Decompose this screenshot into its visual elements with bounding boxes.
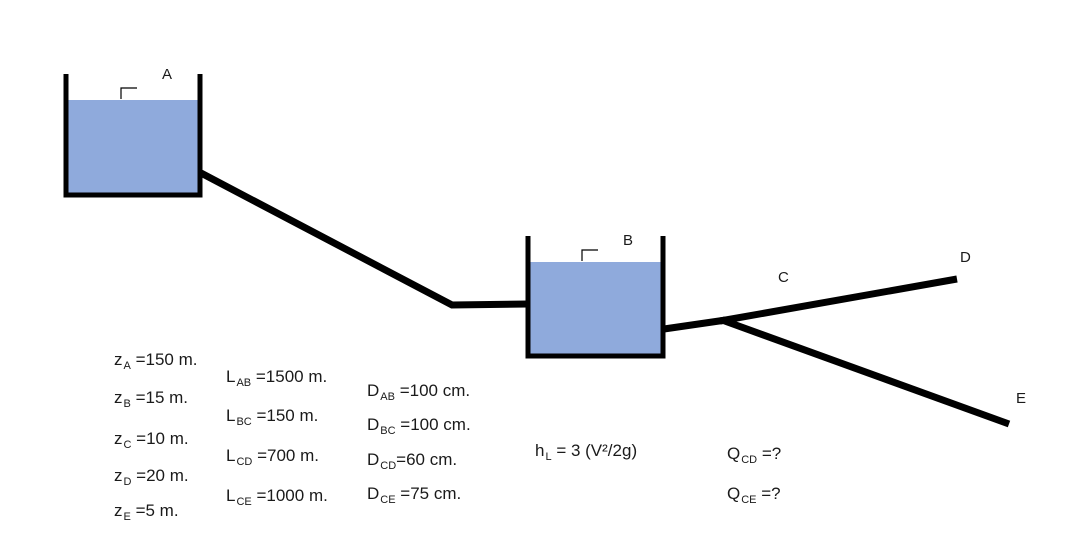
length-ab-label: LAB =1500 m. xyxy=(226,367,328,389)
point-label-a: A xyxy=(162,66,173,83)
point-label-b: B xyxy=(623,232,634,249)
diameter-ab-label: DAB =100 cm. xyxy=(367,381,471,403)
elevation-c-label: zC =10 m. xyxy=(114,429,189,451)
reservoir-a-water xyxy=(66,100,199,195)
point-label-d: D xyxy=(960,249,971,266)
reservoir-b-water xyxy=(529,262,662,356)
point-label-c: C xyxy=(778,269,789,286)
head-loss-formula: hL = 3 (V²/2g) xyxy=(535,441,638,463)
elevation-d-label: zD =20 m. xyxy=(114,466,189,488)
length-ce-label: LCE =1000 m. xyxy=(226,486,328,508)
length-bc-label: LBC =150 m. xyxy=(226,406,319,428)
reservoir-a-level-marker xyxy=(120,87,137,99)
pipe-ce xyxy=(720,316,1011,428)
reservoir-b-level-marker xyxy=(581,249,598,261)
diameter-ce-label: DCE =75 cm. xyxy=(367,484,462,506)
elevation-a-label: zA =150 m. xyxy=(114,350,198,372)
pipe-cd xyxy=(719,275,958,325)
unknown-flow-cd: QCD =? xyxy=(727,444,782,466)
elevation-b-label: zB =15 m. xyxy=(114,388,189,410)
point-label-e: E xyxy=(1016,390,1027,407)
pipe-ab xyxy=(199,169,529,309)
length-cd-label: LCD =700 m. xyxy=(226,446,319,468)
reservoir-b-walls xyxy=(525,236,666,359)
diameter-bc-label: DBC =100 cm. xyxy=(367,415,471,437)
unknown-flow-ce: QCE =? xyxy=(727,484,781,506)
elevation-e-label: zE =5 m. xyxy=(114,501,179,523)
diameter-cd-label: DCD=60 cm. xyxy=(367,450,458,472)
reservoir-a-walls xyxy=(63,74,203,198)
pipe-bc xyxy=(663,316,727,333)
